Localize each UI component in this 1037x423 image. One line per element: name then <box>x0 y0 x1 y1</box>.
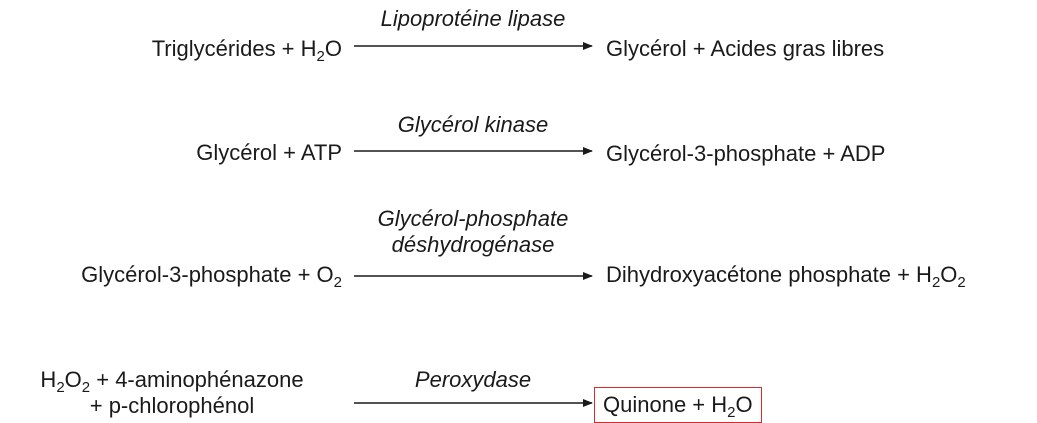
reaction-4-products-highlighted: Quinone + H2O <box>594 387 762 423</box>
reaction-2-enzyme: Glycérol kinase <box>397 112 549 137</box>
reaction-2-products: Glycérol-3-phosphate + ADP <box>606 141 886 166</box>
reaction-3-enzyme: Glycérol-phosphate déshydrogénase <box>377 206 569 257</box>
reaction-1-products: Glycérol + Acides gras libres <box>606 36 885 61</box>
reaction-4-reactants: H2O2 + 4-aminophénazone + p-chlorophénol <box>40 367 304 418</box>
reaction-1-reactants: Triglycérides + H2O <box>151 36 342 65</box>
reaction-1-enzyme: Lipoprotéine lipase <box>380 6 566 31</box>
reaction-2-reactants: Glycérol + ATP <box>196 140 342 165</box>
reaction-4-enzyme: Peroxydase <box>414 367 532 392</box>
reaction-3-products: Dihydroxyacétone phosphate + H2O2 <box>606 262 966 291</box>
reaction-3-reactants: Glycérol-3-phosphate + O2 <box>81 262 342 291</box>
